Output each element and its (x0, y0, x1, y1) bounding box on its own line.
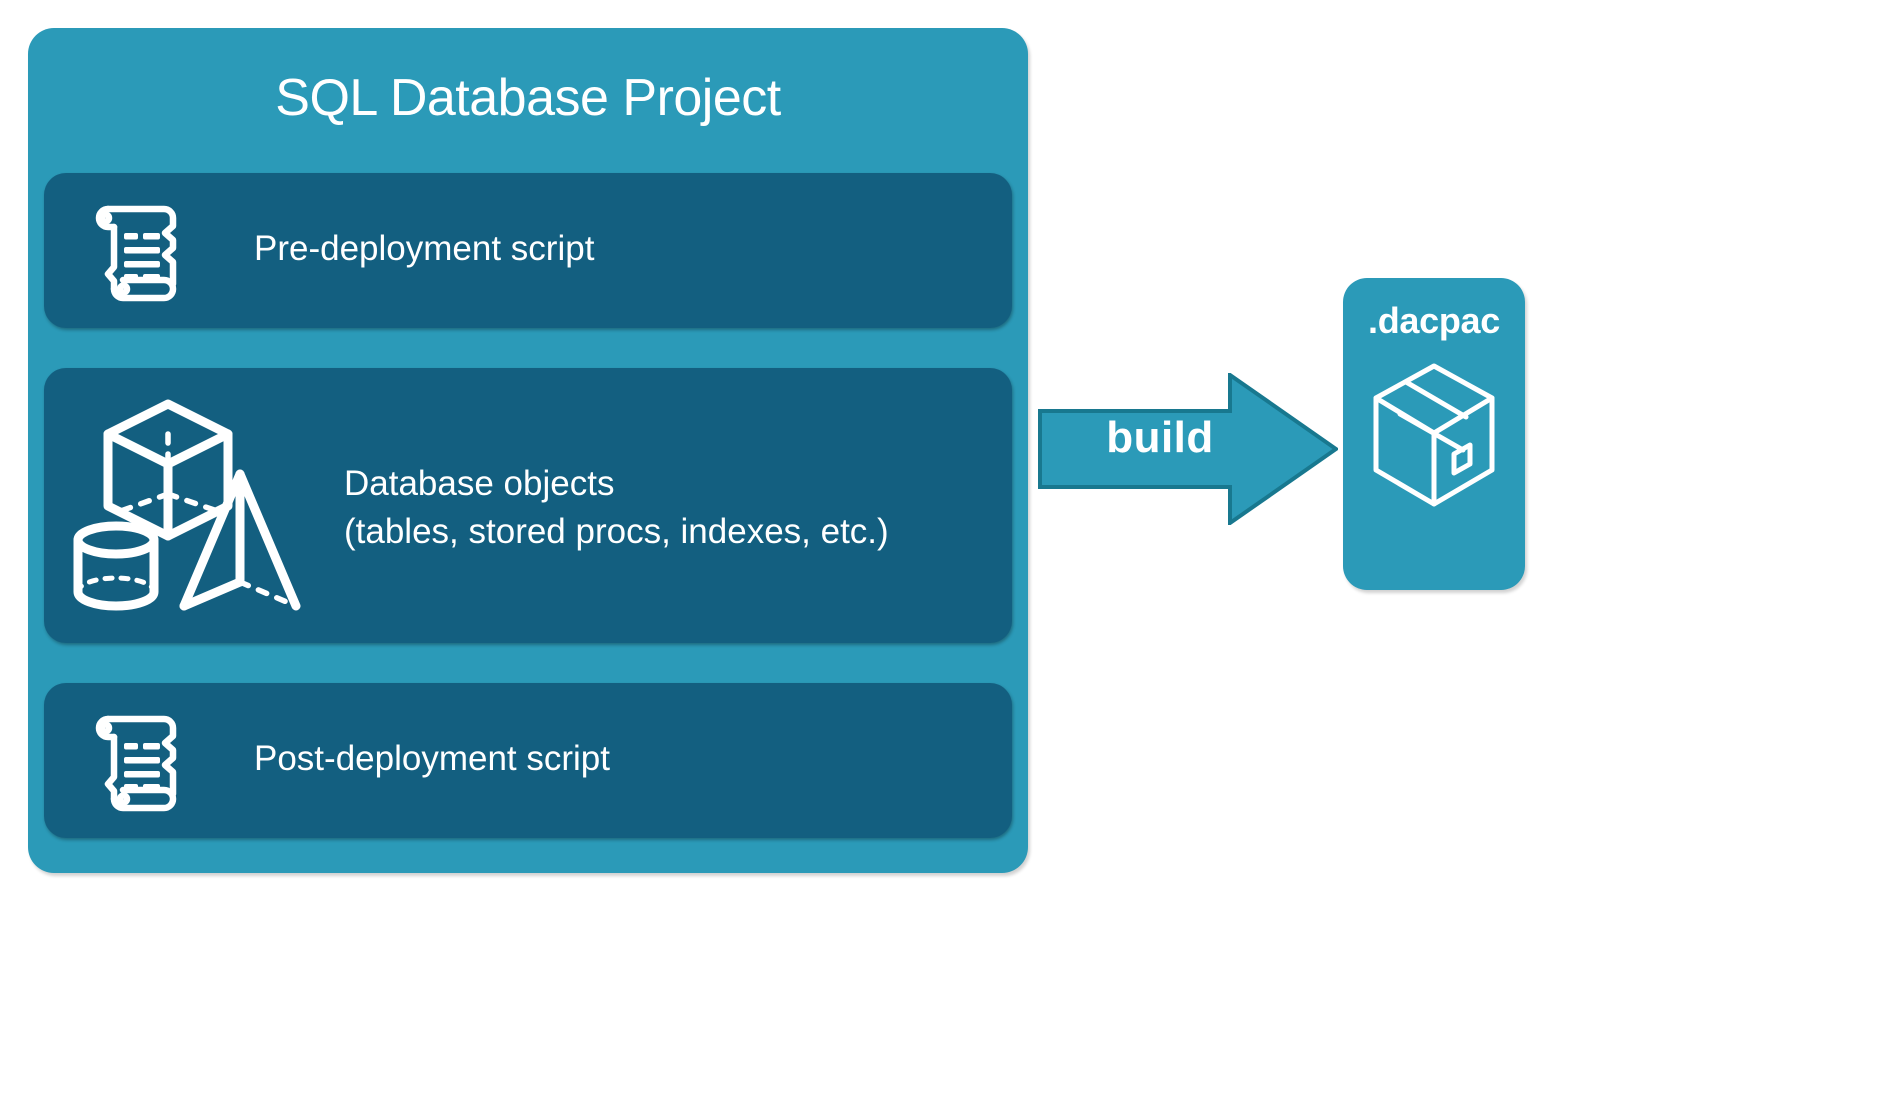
arrow-right-icon (1038, 373, 1338, 525)
package-box-icon (1373, 363, 1495, 507)
pre-deployment-script-label: Pre-deployment script (254, 229, 595, 268)
project-title: SQL Database Project (275, 69, 781, 127)
pre-deployment-script-row[interactable]: Pre-deployment script (44, 173, 1012, 328)
dacpac-title: .dacpac (1368, 300, 1500, 341)
scroll-icon (95, 715, 177, 812)
scroll-icon (95, 205, 177, 302)
post-deployment-script-label: Post-deployment script (254, 739, 610, 778)
build-arrow-label: build (1106, 413, 1214, 462)
sql-database-project-panel: SQL Database Project (28, 28, 1028, 873)
dacpac-output-panel: .dacpac (1343, 278, 1525, 590)
database-objects-row[interactable]: Database objects (tables, stored procs, … (44, 368, 1012, 643)
database-objects-label: Database objects (tables, stored procs, … (344, 464, 889, 552)
post-deployment-script-row[interactable]: Post-deployment script (44, 683, 1012, 838)
shapes-icon (73, 399, 301, 611)
